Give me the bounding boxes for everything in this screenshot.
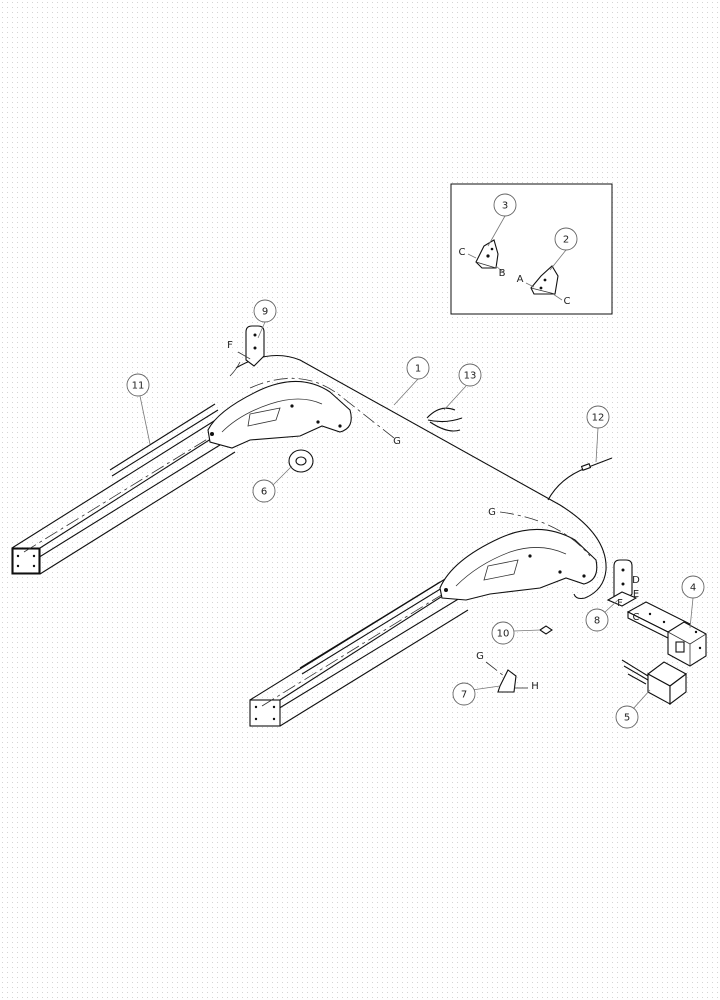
callout-circle: [253, 299, 277, 323]
callout-number: 8: [594, 616, 600, 627]
callout-number: 3: [502, 201, 508, 212]
tie-part-10: [539, 625, 553, 635]
cable-branch-12: [547, 457, 613, 501]
callout-circle: [452, 682, 476, 706]
reference-letter-f: F: [227, 340, 233, 351]
callout-10: 10: [491, 621, 515, 645]
callout-circle: [585, 608, 609, 632]
callout-circle: [681, 575, 705, 599]
callout-1: 1: [406, 356, 430, 380]
callout-number: 2: [563, 235, 569, 246]
callout-number: 10: [497, 629, 510, 640]
callout-circle: [458, 363, 482, 387]
reference-letter-g: G: [476, 651, 484, 662]
reference-letter-g: G: [393, 436, 401, 447]
callout-number: 7: [461, 690, 467, 701]
callout-circle: [615, 705, 639, 729]
cable-branch-13: [426, 407, 463, 432]
callout-number: 13: [464, 371, 477, 382]
callout-circle: [554, 227, 578, 251]
callout-number: 11: [132, 381, 145, 392]
harness-cable: [235, 355, 607, 599]
reference-letter-c: C: [633, 612, 640, 623]
callout-9: 9: [253, 299, 277, 323]
callout-number: 4: [690, 583, 696, 594]
callout-7: 7: [452, 682, 476, 706]
reference-letter-f: F: [617, 598, 623, 609]
callout-circle: [586, 405, 610, 429]
reference-letter-a: A: [517, 274, 524, 285]
bracket-part-3: [467, 239, 504, 273]
callout-number: 5: [624, 713, 630, 724]
callout-number: 6: [261, 487, 267, 498]
callout-number: 12: [592, 413, 605, 424]
callout-3: 3: [493, 193, 517, 217]
clip-part-7: [485, 661, 532, 693]
reference-letter-g: G: [488, 507, 496, 518]
callout-2: 2: [554, 227, 578, 251]
right-hinge-casting: [439, 511, 598, 601]
module-part-5: [621, 659, 688, 706]
callout-number: 9: [262, 307, 268, 318]
bracket-part-9: [237, 325, 265, 367]
callout-circle: [493, 193, 517, 217]
reference-letter-h: H: [531, 681, 539, 692]
reference-letter-e: E: [633, 589, 639, 600]
reference-letter-d: D: [632, 575, 640, 586]
callout-13: 13: [458, 363, 482, 387]
housing-part-4: [626, 601, 707, 667]
callout-circle: [252, 479, 276, 503]
right-frame-rail: [249, 533, 541, 727]
detail-inset-box: [450, 183, 613, 315]
callout-number: 1: [415, 364, 421, 375]
callout-4: 4: [681, 575, 705, 599]
callout-circle: [126, 373, 150, 397]
reference-letter-b: B: [499, 268, 506, 279]
callout-11: 11: [126, 373, 150, 397]
callout-8: 8: [585, 608, 609, 632]
reference-letter-c: C: [459, 247, 466, 258]
callout-circle: [406, 356, 430, 380]
callout-5: 5: [615, 705, 639, 729]
left-hinge-casting: [207, 378, 395, 449]
callout-6: 6: [252, 479, 276, 503]
grommet-part-6: [288, 449, 314, 473]
bracket-part-2: [525, 265, 563, 301]
leader-lines: [139, 215, 694, 710]
reference-letter-c: C: [564, 296, 571, 307]
callout-circle: [491, 621, 515, 645]
callout-12: 12: [586, 405, 610, 429]
